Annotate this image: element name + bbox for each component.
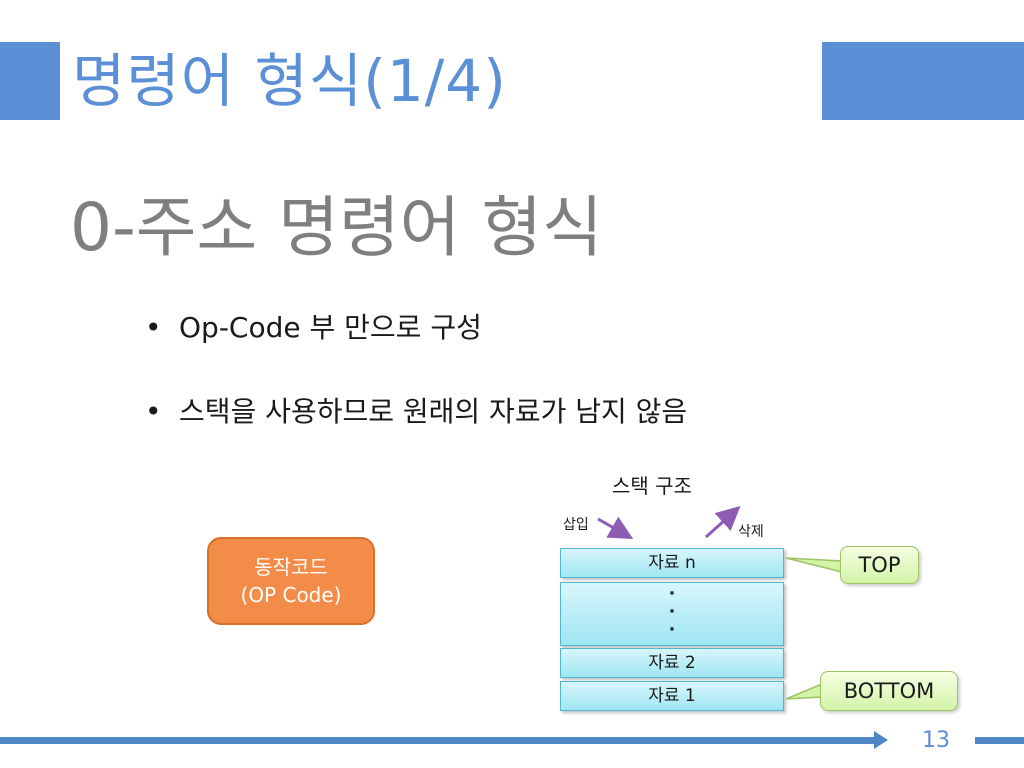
bullet-marker: • [145, 311, 162, 344]
bottom-callout: BOTTOM [820, 671, 958, 711]
ellipsis-dot: · [668, 620, 676, 640]
footer-line-right [975, 737, 1024, 744]
footer-line [0, 737, 876, 744]
title-accent-right [822, 42, 1024, 120]
stack-cell-second: 자료 2 [560, 648, 784, 678]
ellipsis-dot: · [668, 602, 676, 622]
bullet-item-1: • Op-Code 부 만으로 구성 [145, 306, 482, 346]
bullet-text: Op-Code 부 만으로 구성 [179, 311, 482, 344]
bullet-item-2: • 스택을 사용하므로 원래의 자료가 남지 않음 [145, 390, 687, 430]
opcode-label-korean: 동작코드 [254, 555, 328, 579]
opcode-label-english: (OP Code) [240, 583, 342, 607]
delete-arrow [704, 505, 741, 539]
top-callout: TOP [840, 546, 919, 584]
footer-arrow-icon [874, 731, 888, 749]
stack-cell-ellipsis: · · · [560, 582, 784, 646]
stack-cell-first: 자료 1 [560, 681, 784, 711]
slide-subtitle: 0-주소 명령어 형식 [70, 189, 603, 266]
stack-title: 스택 구조 [612, 474, 692, 498]
insert-arrow [597, 516, 634, 539]
slide-title: 명령어 형식(1/4) [72, 47, 507, 115]
bullet-text: 스택을 사용하므로 원래의 자료가 남지 않음 [179, 395, 688, 428]
bottom-callout-pointer [785, 682, 823, 700]
delete-label: 삭제 [738, 524, 764, 540]
insert-label: 삽입 [563, 517, 589, 533]
opcode-box: 동작코드 (OP Code) [207, 537, 375, 625]
bullet-marker: • [145, 395, 162, 428]
title-accent-left [0, 42, 60, 120]
top-callout-pointer [785, 557, 843, 573]
ellipsis-dot: · [668, 584, 676, 604]
page-number: 13 [922, 728, 950, 753]
stack-cell-top: 자료 n [560, 548, 784, 578]
